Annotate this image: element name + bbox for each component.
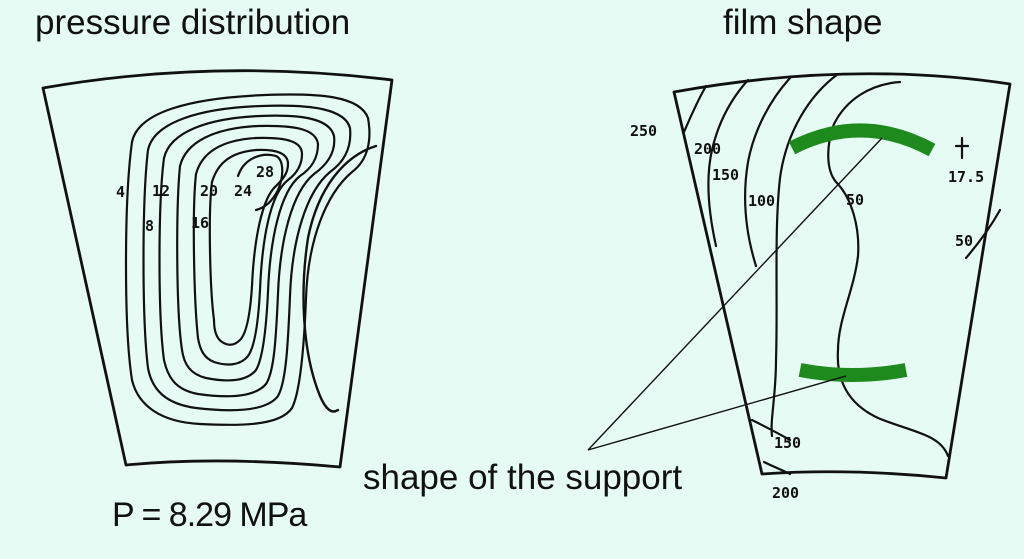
- support-arc-lower: [798, 363, 908, 382]
- film-label-200-lower: 200: [772, 484, 799, 502]
- film-contour-150: [744, 76, 792, 268]
- pressure-label-28: 28: [256, 163, 274, 181]
- film-shape-title: film shape: [723, 3, 883, 42]
- pressure-distribution-title: pressure distribution: [35, 3, 351, 42]
- pressure-cavitation-boundary: [302, 144, 378, 413]
- film-label-250: 250: [630, 122, 657, 140]
- pressure-contour-16: [176, 124, 320, 382]
- pressure-label-24: 24: [234, 182, 252, 200]
- pressure-contour-12: [158, 114, 336, 398]
- pressure-contour-28: [236, 153, 284, 212]
- film-label-17-5: 17.5: [948, 168, 984, 186]
- pressure-label-12: 12: [152, 182, 170, 200]
- film-contour-50-right: [964, 208, 1002, 260]
- pressure-label-8: 8: [145, 217, 154, 235]
- film-label-100: 100: [748, 192, 775, 210]
- film-label-200: 200: [694, 140, 721, 158]
- pressure-label-20: 20: [200, 182, 218, 200]
- film-contour-150-lower: [750, 418, 792, 442]
- pressure-contour-20: [192, 136, 304, 366]
- pressure-label-4: 4: [116, 183, 125, 201]
- film-contour-100: [770, 72, 840, 438]
- pressure-contour-24: [208, 148, 290, 346]
- pressure-value: P = 8.29 MPa: [112, 496, 307, 534]
- support-shape: [788, 123, 936, 382]
- pressure-contour-4: [124, 93, 371, 426]
- support-caption: shape of the support: [363, 458, 683, 497]
- film-contour-50: [827, 80, 950, 458]
- film-contour-200-lower: [762, 460, 792, 476]
- support-leader-lines: [587, 137, 883, 451]
- film-contour-200: [707, 78, 750, 248]
- min-film-marker-icon: [954, 136, 970, 160]
- pressure-contour-8: [142, 104, 352, 412]
- pressure-pad: [41, 69, 394, 469]
- film-pad: [672, 72, 1012, 480]
- pressure-pad-outline: [41, 69, 394, 469]
- film-contour-250: [682, 84, 708, 134]
- film-label-150-lower: 150: [774, 434, 801, 452]
- film-label-150: 150: [712, 166, 739, 184]
- film-pad-outline: [672, 72, 1012, 480]
- pressure-label-16: 16: [191, 214, 209, 232]
- support-arc-upper: [788, 123, 936, 157]
- film-label-50-right: 50: [955, 232, 973, 250]
- film-label-50: 50: [846, 191, 864, 209]
